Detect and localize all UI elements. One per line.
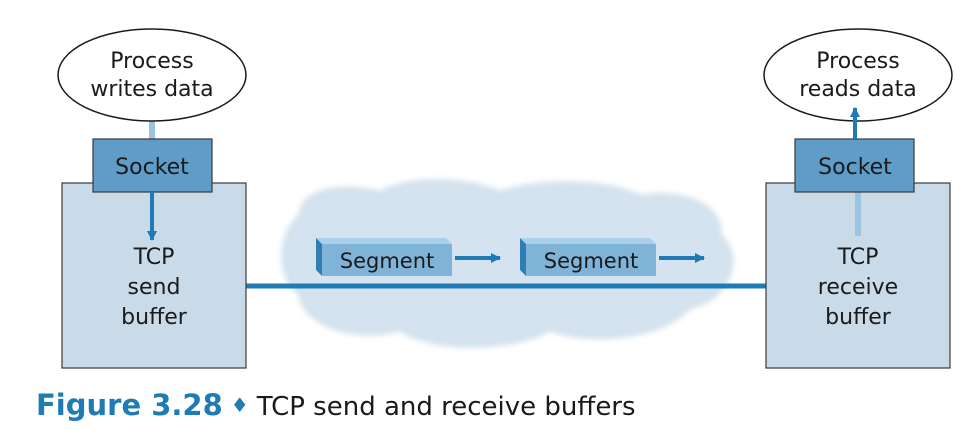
figure-number: Figure 3.28 xyxy=(36,388,223,422)
send-socket-label: Socket xyxy=(115,155,189,180)
receive-socket-label: Socket xyxy=(818,155,892,180)
receive-process-ellipse xyxy=(763,28,953,122)
segment-2-box xyxy=(526,244,656,276)
receive-buffer-label-receive: receive xyxy=(818,275,898,300)
segment-2-side-face xyxy=(520,238,526,276)
segment-2-label: Segment xyxy=(544,249,639,273)
send-buffer-label-buffer: buffer xyxy=(121,305,188,330)
receive-process-label-2: reads data xyxy=(799,77,917,102)
segment-1: Segment xyxy=(316,238,501,276)
receiver-host: TCP receive buffer Process reads data So… xyxy=(763,28,953,369)
send-buffer-label-tcp: TCP xyxy=(133,245,175,270)
receive-process-label-1: Process xyxy=(816,49,899,74)
segment-1-box xyxy=(322,244,452,276)
send-process-label-1: Process xyxy=(110,49,193,74)
diamond-separator-icon: ♦ xyxy=(230,393,249,417)
sender-host: TCP send buffer Process writes data Sock… xyxy=(57,28,247,369)
figure-caption: Figure 3.28 ♦ TCP send and receive buffers xyxy=(36,388,636,422)
figure-title: TCP send and receive buffers xyxy=(256,392,636,422)
segment-1-top-face xyxy=(316,238,452,244)
segment-1-side-face xyxy=(316,238,322,276)
receive-buffer-label-buffer: buffer xyxy=(825,305,892,330)
segment-1-label: Segment xyxy=(340,249,435,273)
send-process-connector xyxy=(149,113,155,140)
send-buffer-label-send: send xyxy=(128,275,181,300)
receive-buffer-label-tcp: TCP xyxy=(837,245,879,270)
send-process-label-2: writes data xyxy=(90,77,213,102)
receive-buffer-connector xyxy=(855,192,861,236)
send-process-ellipse xyxy=(57,28,247,122)
segment-2-top-face xyxy=(520,238,656,244)
segment-2: Segment xyxy=(520,238,705,276)
